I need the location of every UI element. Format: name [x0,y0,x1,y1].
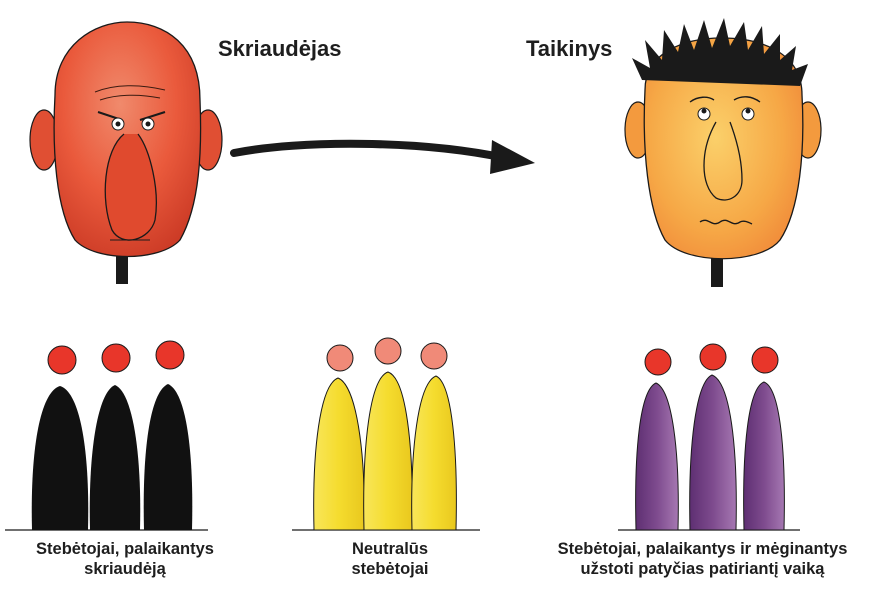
supporting-caption-line1: Stebėtojai, palaikantys [0,540,250,560]
supporting-caption-line2: skriaudėją [0,560,250,580]
bystander-figure-icon [690,344,737,530]
target-label: Taikinys [526,36,612,62]
supporting-caption: Stebėtojai, palaikantys skriaudėją [0,540,250,580]
bystander-figure-icon [90,344,141,530]
supporting-bystanders [5,341,208,530]
neutral-caption-line1: Neutralūs [300,540,480,560]
defenders-caption-line2: užstoti patyčias patiriantį vaiką [520,560,885,580]
neutral-bystanders [292,338,480,530]
bystander-figure-icon [144,341,193,530]
bystander-figure-icon [412,343,457,530]
defenders-caption-line1: Stebėtojai, palaikantys ir mėginantys [520,540,885,560]
bully-label: Skriaudėjas [218,36,342,62]
defender-bystanders [618,344,800,530]
bystander-figure-icon [32,346,89,530]
target-face-icon [625,18,821,287]
bully-face-icon [30,22,222,284]
arrow-icon [234,140,535,174]
neutral-caption: Neutralūs stebėtojai [300,540,480,580]
bystander-figure-icon [314,345,365,530]
neutral-caption-line2: stebėtojai [300,560,480,580]
bystander-figure-icon [636,349,679,530]
defenders-caption: Stebėtojai, palaikantys ir mėginantys už… [520,540,885,580]
bystander-figure-icon [364,338,413,530]
bystander-figure-icon [744,347,785,530]
